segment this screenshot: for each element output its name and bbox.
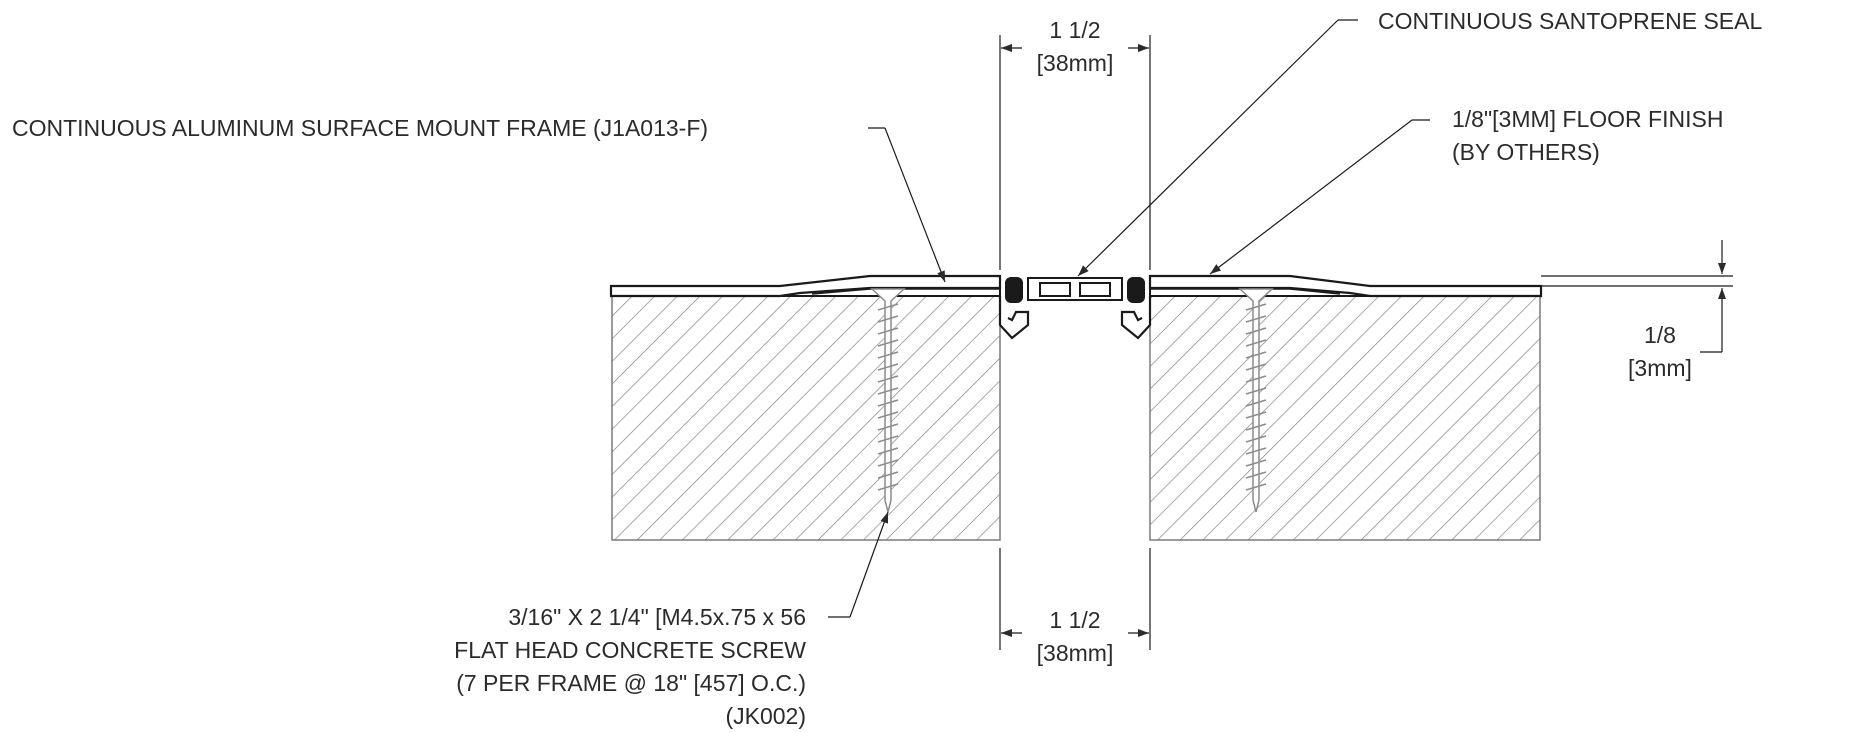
leader-seal: CONTINUOUS SANTOPRENE SEAL [1077,8,1762,277]
screw-left [870,288,906,513]
dim-finish-imperial: 1/8 [1644,322,1676,348]
screw-label-line4: (JK002) [725,703,806,729]
screw-label-line3: (7 PER FRAME @ 18" [457] O.C.) [456,670,806,696]
santoprene-seal [1027,277,1123,301]
dim-top-metric: [38mm] [1037,50,1114,76]
dim-bottom-metric: [38mm] [1037,640,1114,666]
screw-label-line2: FLAT HEAD CONCRETE SCREW [454,637,806,663]
finish-extension-lines [1541,275,1733,287]
concrete-substrate-right [1149,295,1541,541]
finish-label-line1: 1/8"[3MM] FLOOR FINISH [1452,106,1723,132]
screw-right [1238,288,1274,513]
frame-label: CONTINUOUS ALUMINUM SURFACE MOUNT FRAME … [12,115,708,141]
aluminum-frame-left [609,274,1002,298]
aluminum-frame-right [1148,274,1543,298]
dim-finish-metric: [3mm] [1628,355,1692,381]
dim-bottom-imperial: 1 1/2 [1049,607,1100,633]
leader-frame: CONTINUOUS ALUMINUM SURFACE MOUNT FRAME … [12,115,946,283]
dimension-top: 1 1/2 [38mm] [999,17,1151,270]
seal-label: CONTINUOUS SANTOPRENE SEAL [1378,8,1762,34]
dimension-finish: 1/8 [3mm] [1628,240,1726,381]
leader-finish: 1/8"[3MM] FLOOR FINISH (BY OTHERS) [1209,106,1723,275]
seal-retainer-left [998,277,1030,340]
leader-screw: 3/16" X 2 1/4" [M4.5x.75 x 56 FLAT HEAD … [454,511,889,729]
dimension-bottom: 1 1/2 [38mm] [999,548,1151,666]
dim-top-imperial: 1 1/2 [1049,17,1100,43]
seal-retainer-right [1120,277,1152,340]
screw-label-line1: 3/16" X 2 1/4" [M4.5x.75 x 56 [508,604,806,630]
finish-label-line2: (BY OTHERS) [1452,139,1600,165]
concrete-substrate-left [611,295,1001,541]
